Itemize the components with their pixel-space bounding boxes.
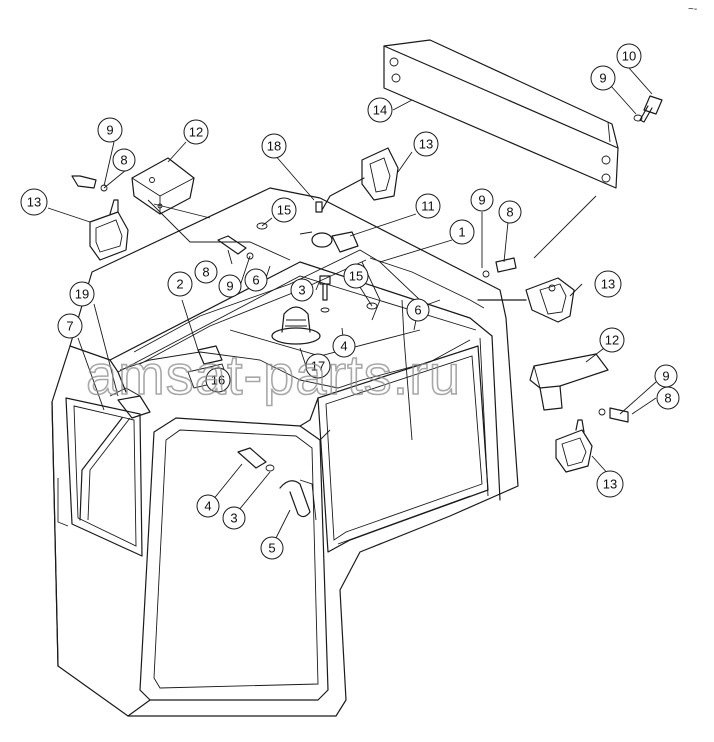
callout-10: 10 — [616, 43, 642, 69]
svg-text:9: 9 — [478, 193, 485, 208]
callout-3: 3 — [290, 278, 314, 302]
callout-8: 8 — [112, 148, 136, 172]
callout-13: 13 — [413, 131, 439, 157]
svg-text:9: 9 — [662, 369, 669, 384]
callout-7: 7 — [57, 313, 83, 339]
svg-text:3: 3 — [298, 283, 305, 298]
callout-13: 13 — [594, 270, 622, 298]
svg-text:2: 2 — [176, 277, 183, 292]
work-lamp-lower-right — [555, 419, 593, 473]
callout-4: 4 — [332, 334, 356, 358]
bracket-lower-right — [529, 353, 609, 411]
svg-text:8: 8 — [120, 153, 127, 168]
svg-text:6: 6 — [252, 273, 259, 288]
callout-5: 5 — [260, 536, 284, 560]
bolt-lower-right — [598, 407, 629, 423]
svg-text:12: 12 — [189, 125, 203, 140]
svg-text:16: 16 — [211, 373, 225, 388]
bolt-roof-center — [319, 275, 331, 313]
corner-mark: ~- — [688, 4, 697, 15]
callout-13: 13 — [596, 470, 624, 498]
svg-text:9: 9 — [226, 279, 233, 294]
svg-text:13: 13 — [601, 277, 615, 292]
callout-9: 9 — [218, 274, 242, 298]
svg-text:7: 7 — [66, 319, 73, 334]
washers — [256, 222, 378, 310]
callout-12: 12 — [599, 327, 625, 353]
svg-text:13: 13 — [419, 137, 433, 152]
beacon-light — [271, 306, 321, 345]
cab-body — [51, 187, 519, 717]
callout-15: 15 — [343, 263, 369, 289]
callout-12: 12 — [183, 119, 209, 145]
svg-text:14: 14 — [373, 103, 387, 118]
grab-handle — [237, 447, 317, 521]
callout-17: 17 — [305, 353, 331, 379]
svg-text:15: 15 — [349, 269, 363, 284]
callout-16: 16 — [205, 367, 231, 393]
svg-text:4: 4 — [204, 499, 211, 514]
svg-text:6: 6 — [414, 303, 421, 318]
svg-text:3: 3 — [230, 511, 237, 526]
leader-lines — [47, 67, 657, 547]
bolt-upper-right — [633, 95, 663, 123]
svg-text:8: 8 — [202, 265, 209, 280]
mirror-arm — [79, 387, 151, 521]
svg-text:19: 19 — [75, 287, 89, 302]
callout-13: 13 — [20, 188, 48, 216]
bolt-upper-left — [71, 175, 108, 192]
svg-text:11: 11 — [421, 199, 435, 214]
svg-text:9: 9 — [106, 123, 113, 138]
callout-6: 6 — [406, 298, 430, 322]
callout-9: 9 — [97, 117, 123, 143]
callout-8: 8 — [656, 386, 680, 410]
svg-text:9: 9 — [599, 71, 606, 86]
callout-8: 8 — [498, 200, 522, 224]
callout-3: 3 — [222, 506, 246, 530]
callout-9: 9 — [654, 364, 678, 388]
svg-text:15: 15 — [277, 203, 291, 218]
bracket-upper-left — [131, 157, 195, 215]
work-lamp-upper-left — [89, 199, 129, 261]
work-lamp-right — [477, 277, 575, 323]
roof-stud — [315, 201, 323, 213]
callout-1: 1 — [449, 219, 475, 245]
callout-2: 2 — [167, 271, 193, 297]
svg-text:13: 13 — [603, 477, 617, 492]
roof-fitting — [299, 231, 359, 253]
svg-text:17: 17 — [311, 359, 325, 374]
callout-6: 6 — [244, 268, 268, 292]
callout-14: 14 — [367, 97, 393, 123]
callout-9: 9 — [470, 188, 494, 212]
svg-text:8: 8 — [664, 391, 671, 406]
svg-text:13: 13 — [27, 195, 41, 210]
work-lamp-top-center — [321, 147, 399, 211]
callout-4: 4 — [196, 494, 220, 518]
svg-text:12: 12 — [605, 333, 619, 348]
callout-18: 18 — [261, 133, 287, 159]
watermark-text: amsat-parts.ru — [86, 343, 461, 406]
callout-19: 19 — [69, 281, 95, 307]
bolt-roof-left — [217, 235, 254, 260]
callout-9: 9 — [590, 65, 616, 91]
svg-text:18: 18 — [267, 139, 281, 154]
svg-text:4: 4 — [340, 339, 347, 354]
svg-text:8: 8 — [506, 205, 513, 220]
bolt-right — [482, 257, 517, 278]
mounting-bar — [383, 39, 619, 189]
svg-text:10: 10 — [622, 49, 636, 64]
svg-text:5: 5 — [268, 541, 275, 556]
callout-15: 15 — [271, 197, 297, 223]
callout-8: 8 — [194, 260, 218, 284]
callout-11: 11 — [415, 193, 441, 219]
svg-text:1: 1 — [458, 225, 465, 240]
